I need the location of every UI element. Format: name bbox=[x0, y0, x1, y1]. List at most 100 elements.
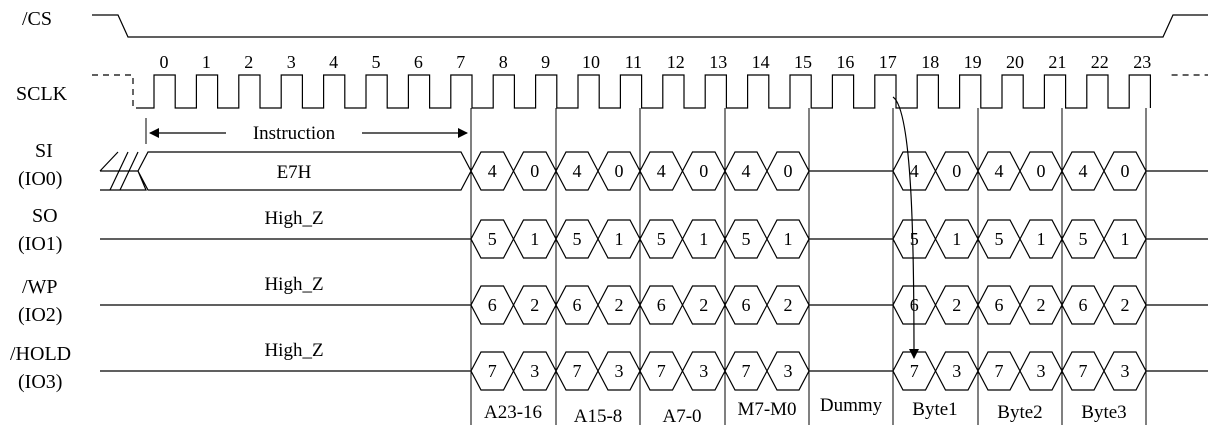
clock-number: 21 bbox=[1048, 52, 1066, 72]
data-cell bbox=[1061, 351, 1147, 391]
segment-label: M7-M0 bbox=[737, 399, 796, 420]
clock-number: 19 bbox=[964, 52, 982, 72]
bit-label-high: 5 bbox=[657, 229, 666, 249]
bit-label-high: 7 bbox=[995, 361, 1004, 381]
bit-label-high: 5 bbox=[995, 229, 1004, 249]
data-cell bbox=[470, 151, 557, 191]
data-cell bbox=[555, 285, 641, 325]
bit-label-low: 3 bbox=[699, 361, 708, 381]
bit-label-low: 3 bbox=[952, 361, 961, 381]
data-cell bbox=[724, 285, 810, 325]
bit-label-high: 6 bbox=[657, 295, 666, 315]
segment-label: A7-0 bbox=[662, 406, 701, 425]
bit-label-low: 1 bbox=[615, 229, 624, 249]
bit-label-low: 0 bbox=[530, 161, 539, 181]
bit-label-low: 3 bbox=[1037, 361, 1046, 381]
clock-number: 9 bbox=[541, 52, 550, 72]
clock-number: 12 bbox=[667, 52, 685, 72]
data-cell bbox=[555, 151, 641, 191]
si-label: SI bbox=[35, 140, 53, 162]
bit-label-high: 5 bbox=[742, 229, 751, 249]
clock-number: 11 bbox=[625, 52, 642, 72]
si-dont-care bbox=[99, 151, 139, 191]
so-high-z-label: High_Z bbox=[264, 208, 323, 229]
instruction-label: Instruction bbox=[253, 123, 336, 144]
clock-number: 8 bbox=[499, 52, 508, 72]
data-cell bbox=[892, 351, 979, 391]
clock-number: 20 bbox=[1006, 52, 1024, 72]
data-cell bbox=[977, 285, 1063, 325]
hold-io-label: (IO3) bbox=[18, 371, 62, 393]
so-label: SO bbox=[32, 205, 58, 227]
bit-label-low: 3 bbox=[615, 361, 624, 381]
bit-label-low: 0 bbox=[699, 161, 708, 181]
bit-label-high: 5 bbox=[488, 229, 497, 249]
hold-label: /HOLD bbox=[10, 343, 71, 365]
si-io-label: (IO0) bbox=[18, 168, 62, 190]
data-cell bbox=[892, 285, 979, 325]
bit-label-low: 2 bbox=[615, 295, 624, 315]
clock-number: 2 bbox=[244, 52, 253, 72]
bit-label-high: 7 bbox=[1079, 361, 1088, 381]
instruction-span: Instruction bbox=[145, 118, 472, 144]
clock-number: 5 bbox=[372, 52, 381, 72]
bit-label-high: 7 bbox=[657, 361, 666, 381]
wp-io-label: (IO2) bbox=[18, 304, 62, 326]
clock-number: 7 bbox=[456, 52, 465, 72]
data-cell bbox=[724, 151, 810, 191]
bit-label-high: 6 bbox=[742, 295, 751, 315]
bit-label-low: 2 bbox=[952, 295, 961, 315]
data-cell bbox=[555, 351, 641, 391]
bit-label-high: 4 bbox=[488, 161, 497, 181]
data-cell bbox=[1061, 219, 1147, 259]
clock-number: 18 bbox=[921, 52, 939, 72]
data-cell bbox=[639, 219, 726, 259]
sclk-lead-dash bbox=[92, 74, 138, 109]
bit-label-high: 4 bbox=[995, 161, 1004, 181]
data-cell bbox=[892, 219, 979, 259]
read-timing-arrow bbox=[892, 96, 919, 359]
data-cell bbox=[724, 219, 810, 259]
bit-label-low: 1 bbox=[1121, 229, 1130, 249]
wp-label: /WP bbox=[22, 276, 58, 298]
guide-lines bbox=[470, 108, 1147, 425]
data-cell bbox=[639, 351, 726, 391]
bit-label-high: 4 bbox=[910, 161, 919, 181]
bit-label-high: 6 bbox=[995, 295, 1004, 315]
bit-label-low: 3 bbox=[1121, 361, 1130, 381]
clock-number: 13 bbox=[709, 52, 727, 72]
bit-label-low: 1 bbox=[1037, 229, 1046, 249]
sclk-waveform bbox=[92, 74, 1208, 109]
instruction-code: E7H bbox=[277, 162, 312, 183]
sclk-label: SCLK bbox=[16, 83, 68, 105]
bit-label-high: 5 bbox=[910, 229, 919, 249]
data-cell bbox=[470, 351, 557, 391]
bit-label-high: 6 bbox=[1079, 295, 1088, 315]
clock-number: 3 bbox=[287, 52, 296, 72]
bit-label-low: 2 bbox=[699, 295, 708, 315]
clock-number: 23 bbox=[1133, 52, 1151, 72]
bit-label-high: 7 bbox=[573, 361, 582, 381]
clock-number: 14 bbox=[752, 52, 770, 72]
data-cell bbox=[555, 219, 641, 259]
bit-label-low: 0 bbox=[1037, 161, 1046, 181]
data-cell bbox=[724, 351, 810, 391]
so-io-label: (IO1) bbox=[18, 233, 62, 255]
clock-number: 0 bbox=[160, 52, 169, 72]
bit-label-high: 4 bbox=[1079, 161, 1088, 181]
data-cell bbox=[1061, 285, 1147, 325]
segment-label: Byte1 bbox=[912, 399, 957, 420]
bit-label-high: 7 bbox=[910, 361, 919, 381]
bit-label-low: 2 bbox=[784, 295, 793, 315]
data-cell bbox=[977, 151, 1063, 191]
segment-label: Byte2 bbox=[997, 402, 1042, 423]
bit-label-low: 3 bbox=[530, 361, 539, 381]
bit-label-low: 3 bbox=[784, 361, 793, 381]
data-cell bbox=[470, 285, 557, 325]
bit-label-high: 4 bbox=[742, 161, 751, 181]
cs-waveform bbox=[92, 14, 1208, 38]
bit-label-low: 2 bbox=[530, 295, 539, 315]
data-cell bbox=[639, 285, 726, 325]
